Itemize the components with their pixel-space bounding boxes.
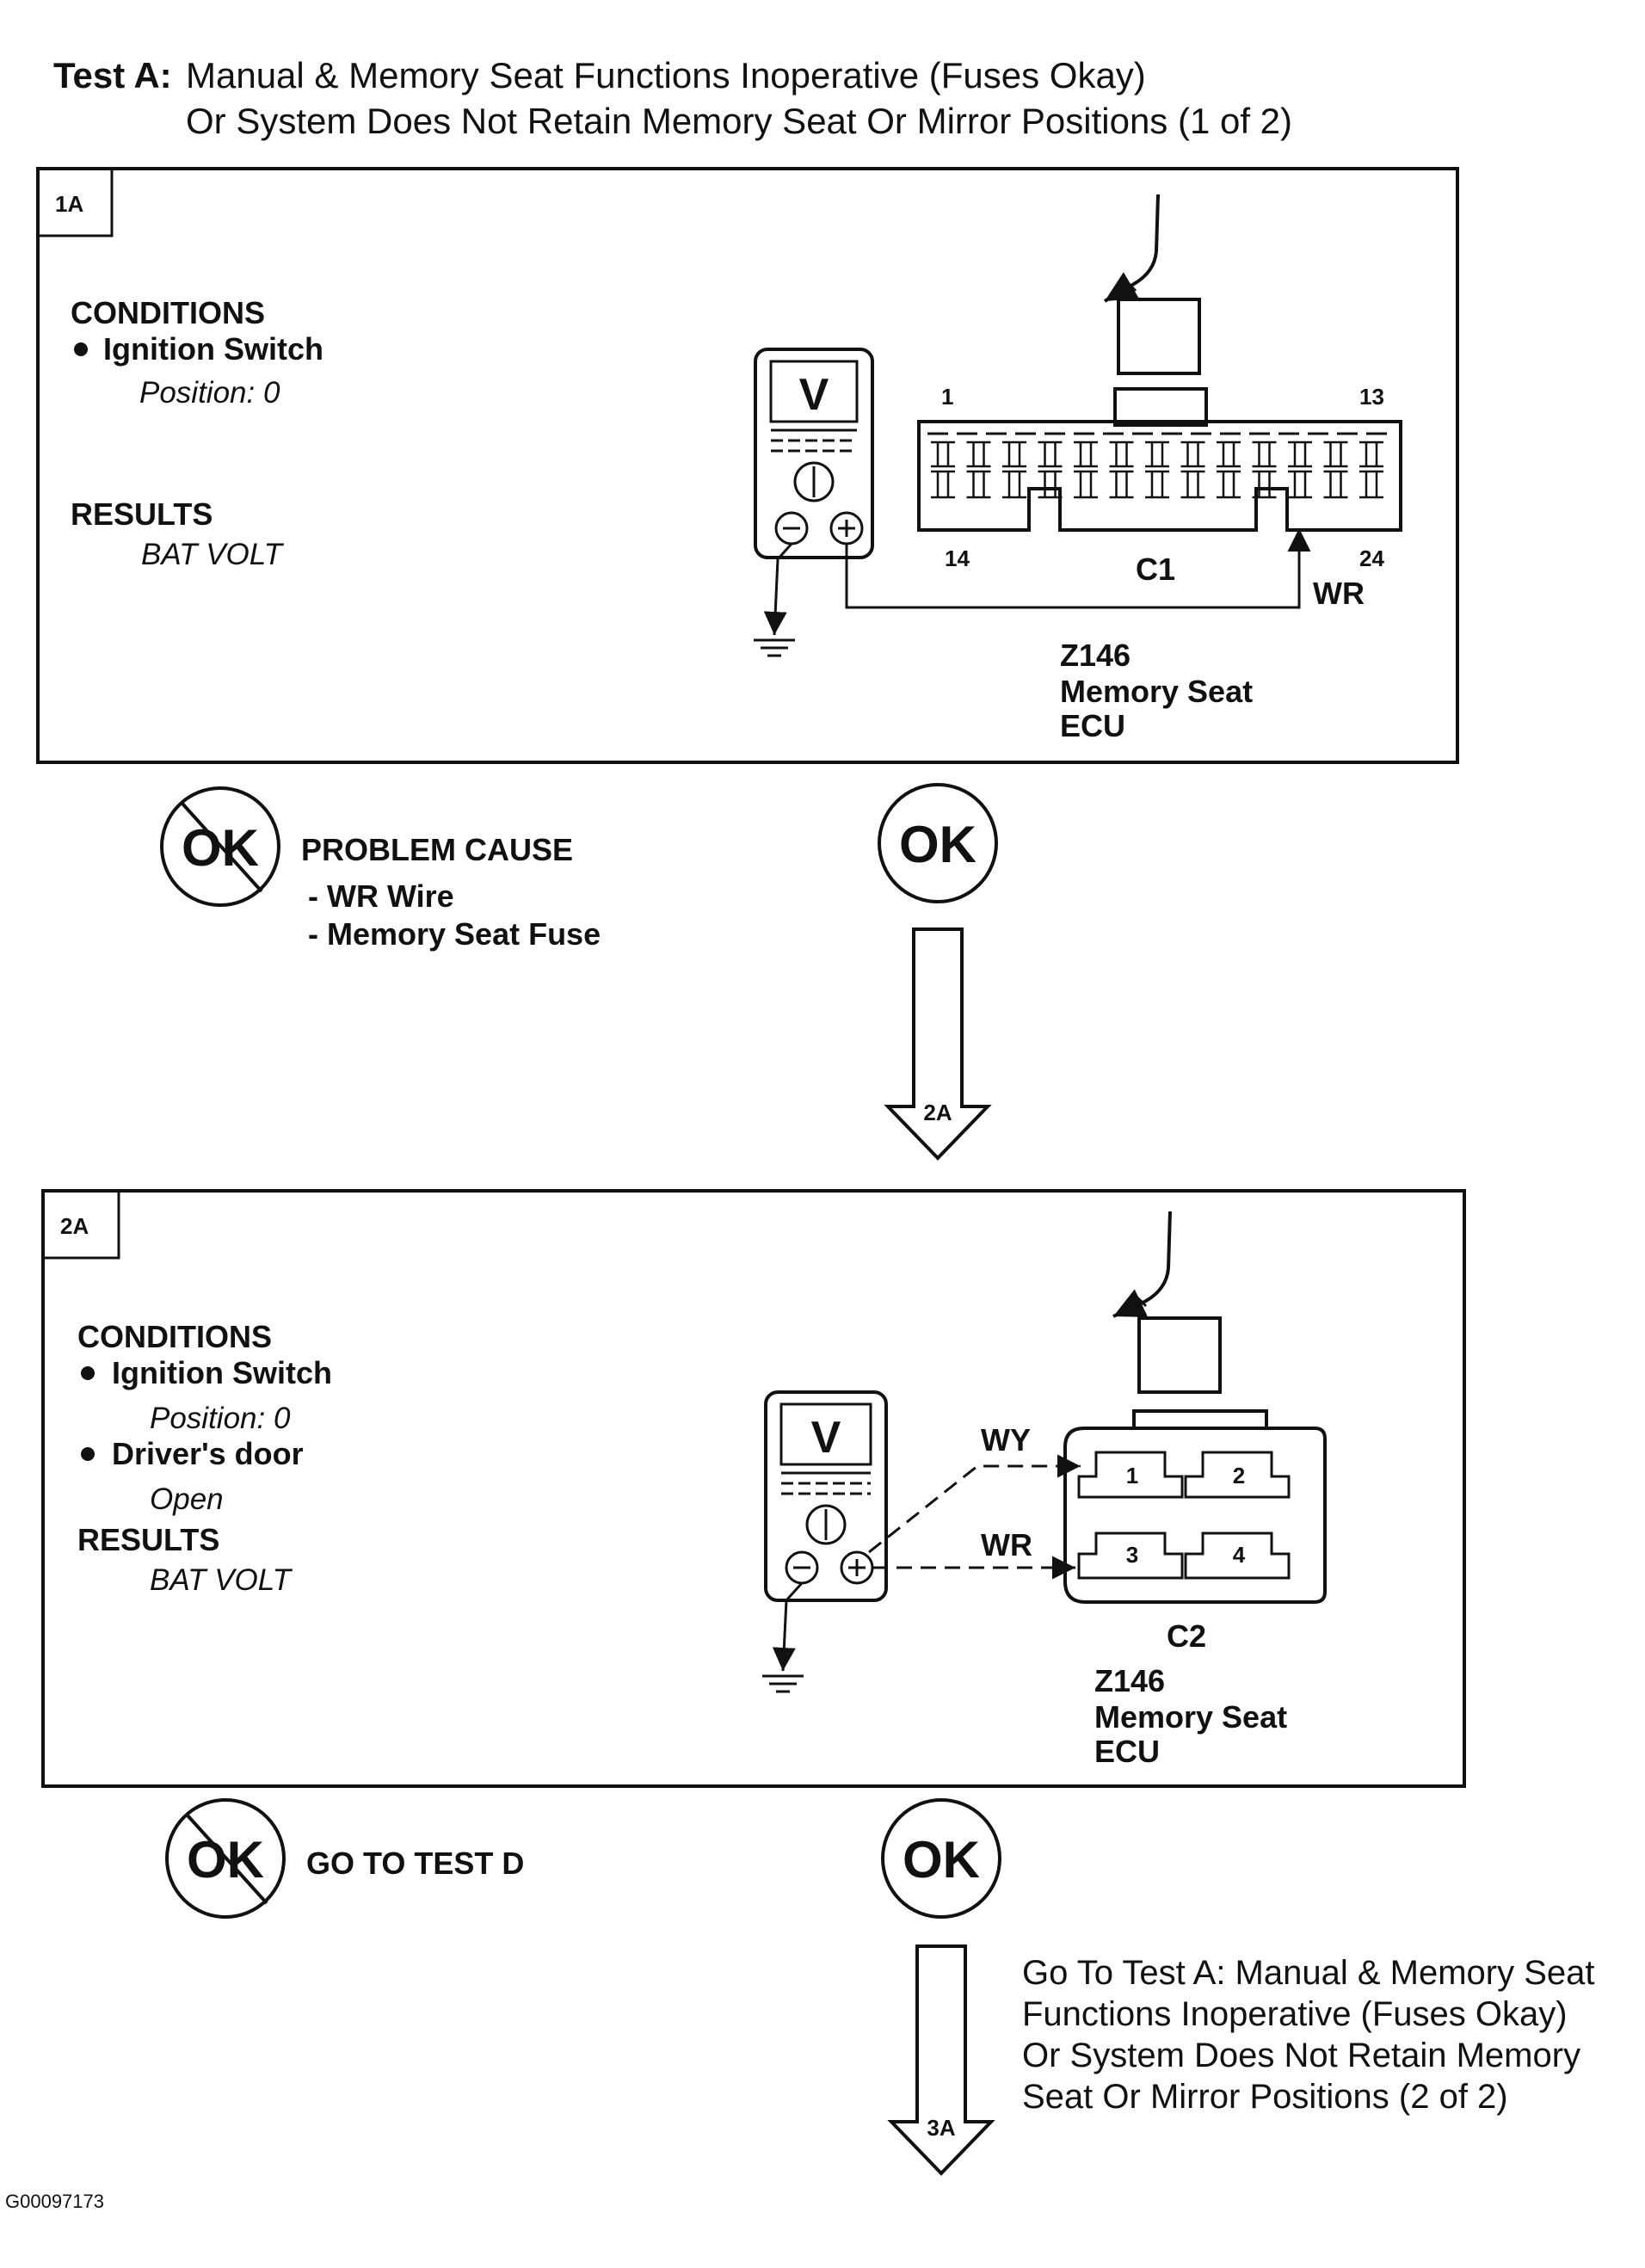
terminal-icon <box>931 470 955 499</box>
pin-label: 3 <box>1126 1542 1138 1568</box>
svg-text:V: V <box>799 370 829 420</box>
terminal-icon <box>1109 470 1134 499</box>
terminal-icon <box>1002 441 1026 468</box>
pin-label-1: 1 <box>941 384 953 410</box>
pass-badge: OK <box>878 783 998 903</box>
wire-label-wr: WR <box>981 1527 1032 1562</box>
ground-icon <box>762 1674 804 1693</box>
terminal-icon <box>931 441 955 468</box>
next-test-text: Or System Does Not Retain Memory <box>1022 2037 1580 2074</box>
component-name: Memory Seat <box>1060 674 1253 709</box>
terminal-icon <box>1288 441 1312 468</box>
condition-label: Ignition Switch <box>103 331 323 367</box>
connector-c1 <box>917 420 1402 532</box>
svg-text:OK: OK <box>899 816 977 873</box>
step-tag-2a: 2A <box>60 1213 89 1239</box>
connector-c2: 1 2 3 4 <box>1063 1409 1327 1604</box>
pin-label: 1 <box>1126 1463 1138 1488</box>
terminal-icon <box>1323 470 1348 499</box>
bullet-icon <box>81 1447 95 1461</box>
fail-badge: OK <box>165 1798 286 1919</box>
condition-label: Ignition Switch <box>112 1355 332 1390</box>
fail-badge: OK <box>160 786 280 907</box>
condition-label: Driver's door <box>112 1436 304 1471</box>
terminal-icon <box>1180 470 1205 499</box>
results-value: BAT VOLT <box>141 538 285 571</box>
component-type: ECU <box>1094 1734 1160 1769</box>
bullet-icon <box>74 342 88 356</box>
terminal-icon <box>1217 441 1241 468</box>
results-heading: RESULTS <box>71 496 213 532</box>
go-to-test-d: GO TO TEST D <box>306 1846 524 1881</box>
component-name: Memory Seat <box>1094 1699 1287 1735</box>
component-id: Z146 <box>1094 1663 1165 1698</box>
terminal-icon <box>1180 441 1205 468</box>
condition-value: Position: 0 <box>139 376 280 410</box>
connector-label-c2: C2 <box>1167 1618 1206 1654</box>
terminal-icon <box>1074 470 1098 499</box>
terminal-icon <box>1252 470 1277 499</box>
next-test-text: Functions Inoperative (Fuses Okay) <box>1022 1995 1568 2033</box>
terminal-icon <box>966 470 991 499</box>
figure-code: G00097173 <box>5 2191 104 2212</box>
problem-cause-item: - Memory Seat Fuse <box>308 916 601 952</box>
svg-text:OK: OK <box>903 1831 980 1889</box>
terminal-icon <box>1145 470 1169 499</box>
ground-icon <box>754 638 795 657</box>
terminal-icon <box>966 441 991 468</box>
step-1a-box: 1A CONDITIONS Ignition Switch Position: … <box>36 167 1459 764</box>
component-type: ECU <box>1060 708 1125 743</box>
conditions-heading: CONDITIONS <box>71 295 265 330</box>
terminal-icon <box>1359 470 1383 499</box>
next-test-text: Seat Or Mirror Positions (2 of 2) <box>1022 2078 1508 2116</box>
terminal-icon <box>1145 441 1169 468</box>
conditions-heading: CONDITIONS <box>77 1319 272 1354</box>
pin-label-14: 14 <box>945 545 970 571</box>
terminal-icon <box>1217 470 1241 499</box>
problem-cause-heading: PROBLEM CAUSE <box>301 832 573 867</box>
terminal-icon <box>1323 441 1348 468</box>
voltmeter-icon: V <box>764 1390 888 1602</box>
next-step-tag: 2A <box>923 1100 952 1125</box>
terminal-icon <box>1252 441 1277 468</box>
pin-label: 4 <box>1233 1542 1246 1568</box>
step-tag-1a: 1A <box>55 191 83 217</box>
next-test-text: Go To Test A: Manual & Memory Seat <box>1022 1954 1595 1992</box>
connector-label-c1: C1 <box>1136 552 1175 587</box>
test-title-line2: Or System Does Not Retain Memory Seat Or… <box>186 101 1292 141</box>
terminal-icon <box>1002 470 1026 499</box>
condition-value: Open <box>150 1482 224 1516</box>
next-step-tag: 3A <box>927 2115 955 2141</box>
pin-label-24: 24 <box>1359 545 1384 571</box>
terminal-icon <box>1109 441 1134 468</box>
results-heading: RESULTS <box>77 1522 219 1557</box>
bullet-icon <box>81 1366 95 1380</box>
terminal-icon <box>1074 441 1098 468</box>
test-prefix: Test A: <box>53 55 172 96</box>
step-2a-box: 2A CONDITIONS Ignition Switch Position: … <box>41 1189 1466 1788</box>
wire-label-wr: WR <box>1313 576 1365 611</box>
voltmeter-icon: V <box>754 348 874 559</box>
terminal-icon <box>1359 441 1383 468</box>
pass-badge: OK <box>881 1798 1001 1919</box>
problem-cause-item: - WR Wire <box>308 878 454 914</box>
terminal-icon <box>1038 441 1063 468</box>
pin-label: 2 <box>1233 1463 1245 1488</box>
test-title-line1: Manual & Memory Seat Functions Inoperati… <box>186 55 1146 96</box>
terminal-icon <box>1038 470 1063 499</box>
condition-value: Position: 0 <box>150 1402 291 1435</box>
flow-arrow: 2A <box>884 928 992 1161</box>
wire-label-wy: WY <box>981 1422 1031 1458</box>
pin-label-13: 13 <box>1359 384 1384 410</box>
results-value: BAT VOLT <box>150 1563 293 1597</box>
terminal-icon <box>1288 470 1312 499</box>
component-id: Z146 <box>1060 638 1131 673</box>
svg-text:V: V <box>811 1413 841 1463</box>
flow-arrow: 3A <box>887 1944 995 2176</box>
